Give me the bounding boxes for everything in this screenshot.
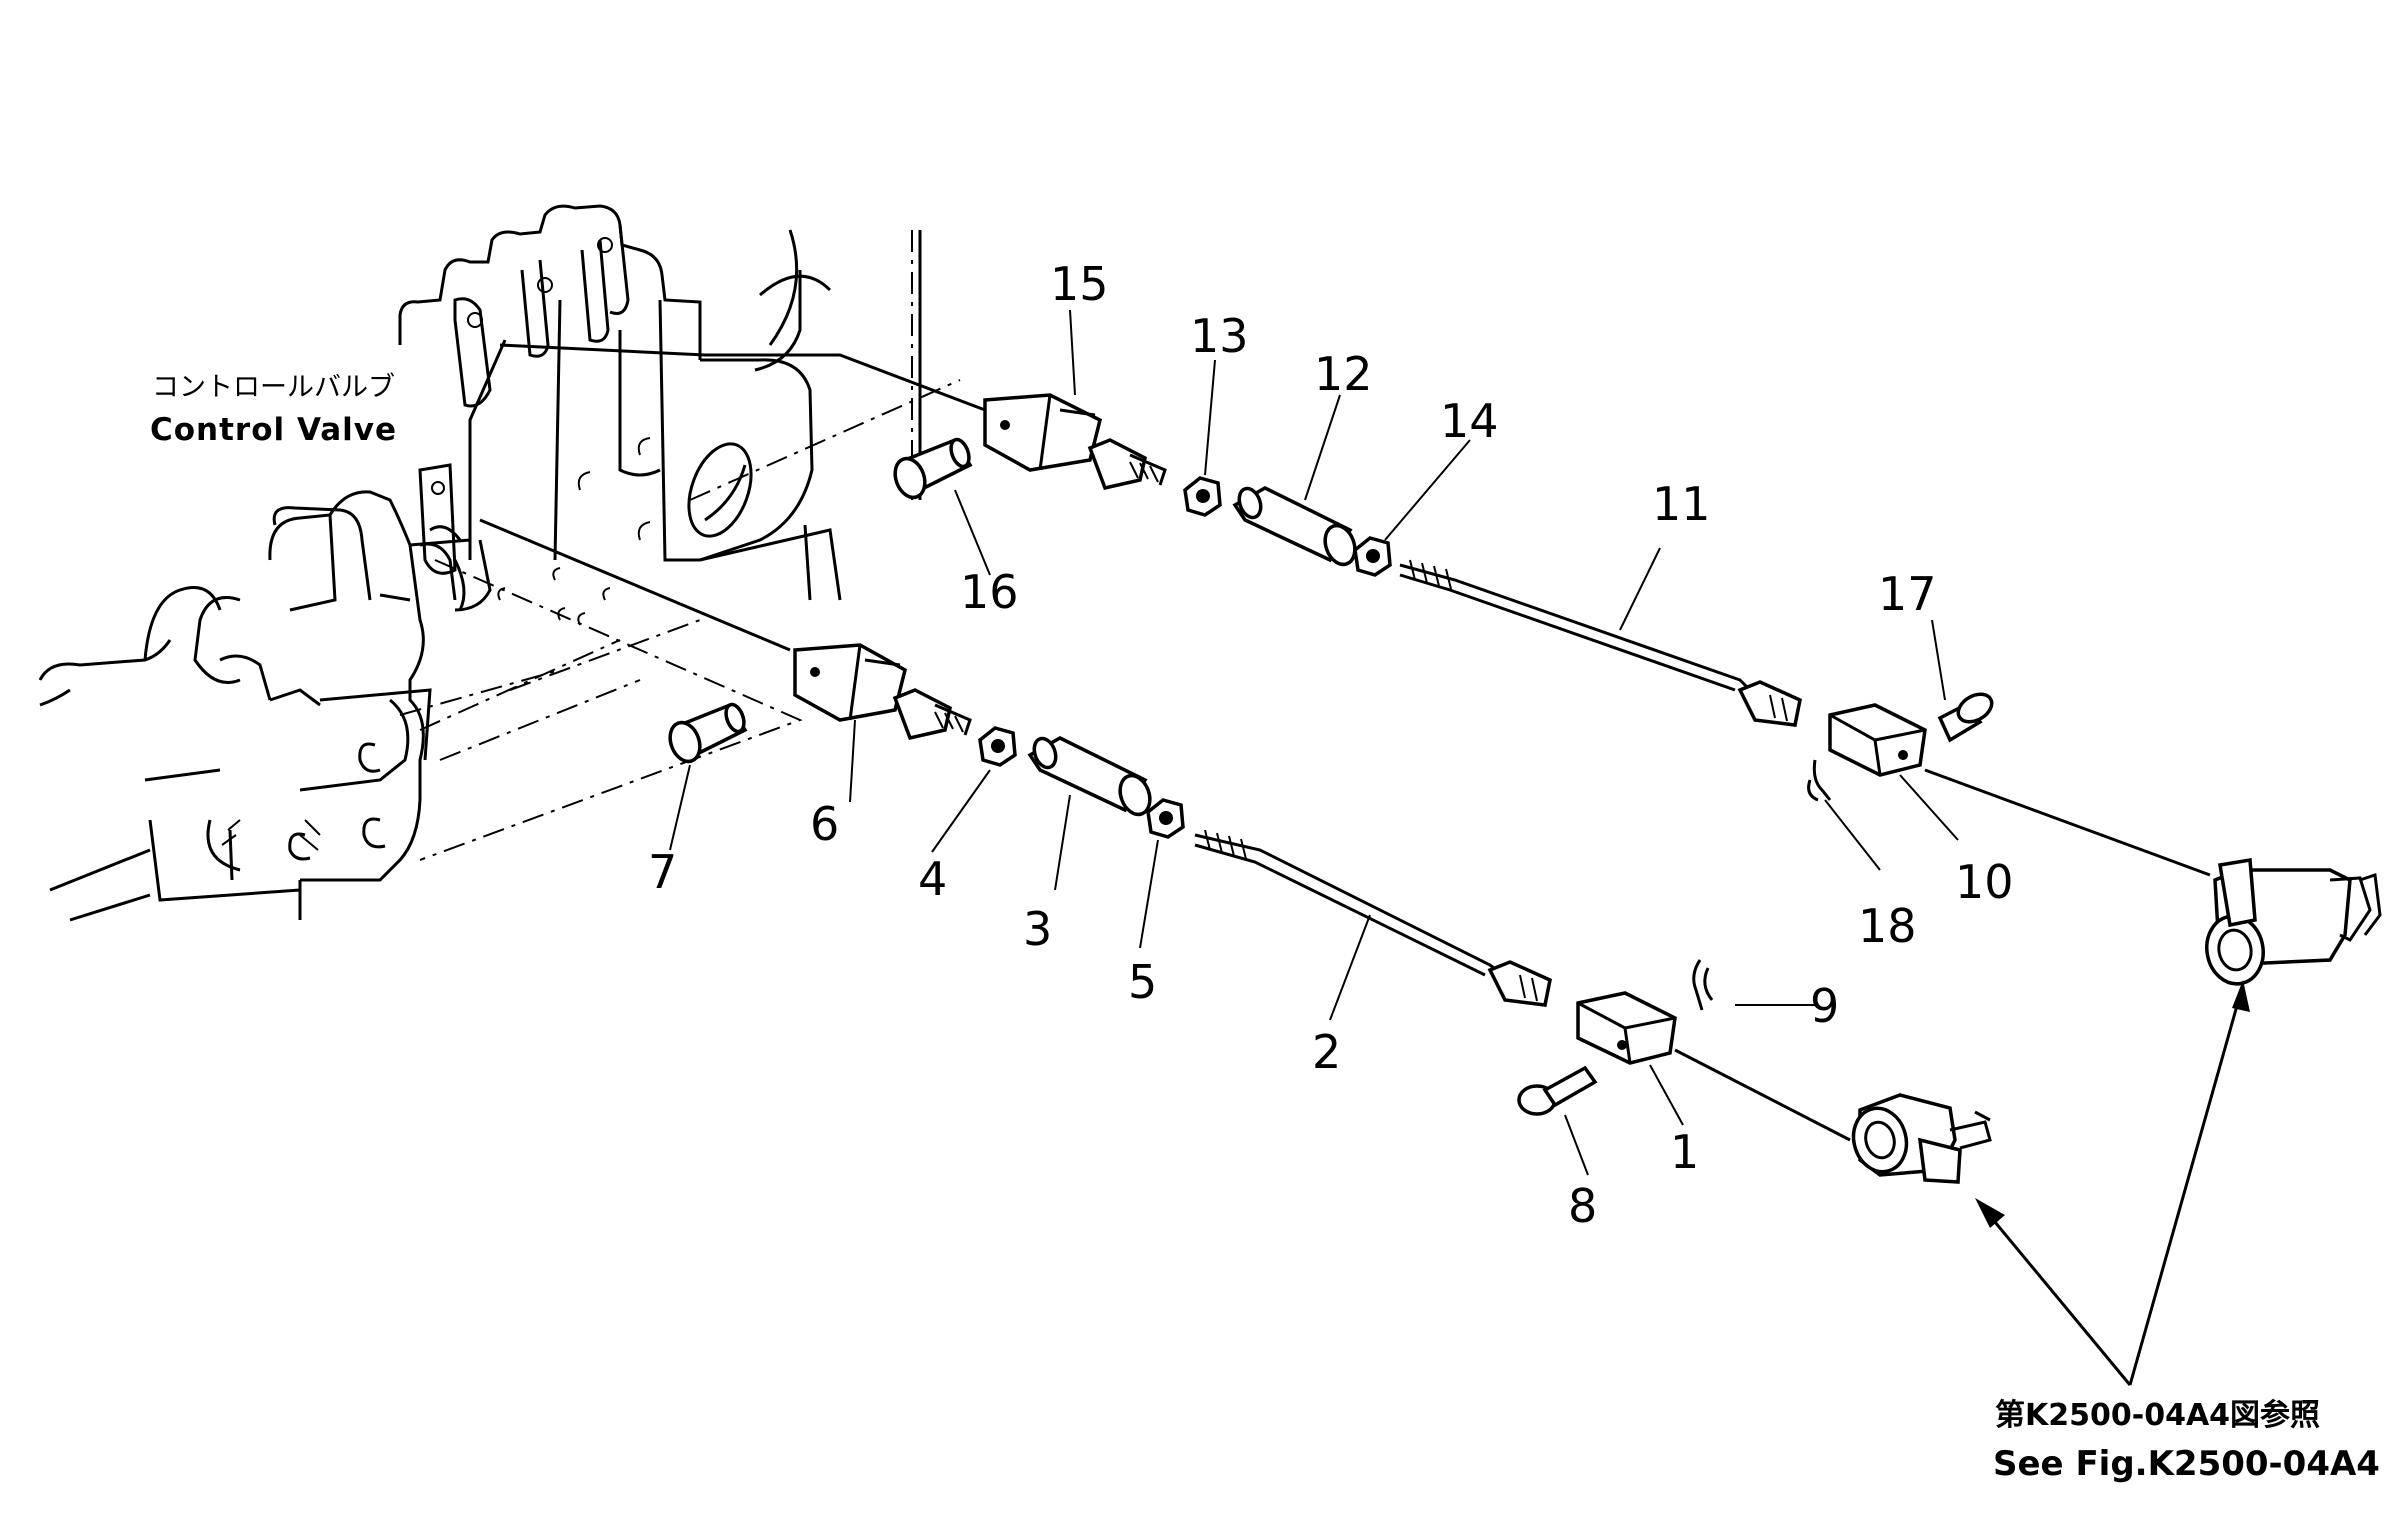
callout-12: 12	[1314, 347, 1373, 401]
callout-14: 14	[1440, 394, 1499, 448]
callout-3: 3	[1023, 902, 1052, 956]
reference-label-en: See Fig.K2500-04A4	[1993, 1444, 2380, 1484]
reference-label-jp: 第K2500-04A4図参照	[1995, 1398, 2320, 1433]
callout-2: 2	[1312, 1025, 1341, 1079]
nut-13	[1183, 476, 1222, 517]
yoke-6	[793, 643, 972, 741]
callout-7: 7	[648, 845, 677, 899]
callout-10: 10	[1955, 855, 2014, 909]
rod-11	[1399, 559, 1802, 727]
callout-15: 15	[1050, 257, 1109, 311]
callout-17: 17	[1878, 567, 1937, 621]
upper-linkage	[499, 343, 2382, 986]
nut-5	[1146, 798, 1185, 839]
pin-16	[893, 437, 973, 500]
callout-13: 13	[1190, 309, 1249, 363]
reference-arrows	[1975, 980, 2250, 1386]
callout-8: 8	[1568, 1179, 1597, 1233]
leader-lines	[669, 309, 1959, 1176]
control-valve-drawing	[38, 204, 961, 922]
nut-4	[978, 726, 1017, 767]
clevis-1	[1576, 991, 1677, 1065]
control-valve-label-jp: コントロールバルブ	[152, 372, 395, 403]
cotter-pin-18	[1807, 759, 1832, 802]
callout-9: 9	[1810, 979, 1839, 1033]
callout-6: 6	[810, 797, 839, 851]
bolt-8	[1517, 1065, 1598, 1116]
callout-18: 18	[1858, 899, 1917, 953]
yoke-15	[983, 393, 1167, 491]
clevis-10	[1828, 703, 1927, 777]
sleeve-12	[1232, 486, 1357, 567]
cotter-pin-9	[1692, 959, 1714, 1011]
callout-4: 4	[918, 852, 947, 906]
callout-16: 16	[960, 565, 1019, 619]
bolt-17	[1937, 692, 1994, 743]
pin-7	[668, 702, 748, 764]
rod-2	[1194, 829, 1552, 1007]
sleeve-3	[1027, 736, 1152, 817]
lever-bracket-right	[2205, 857, 2382, 986]
callout-5: 5	[1128, 955, 1157, 1009]
nut-14	[1353, 536, 1392, 577]
lever-bracket-lower	[1851, 1093, 1992, 1184]
callout-11: 11	[1652, 477, 1711, 531]
lower-linkage	[479, 518, 1992, 1184]
control-valve-label-en: Control Valve	[150, 412, 397, 448]
callout-1: 1	[1670, 1125, 1699, 1179]
